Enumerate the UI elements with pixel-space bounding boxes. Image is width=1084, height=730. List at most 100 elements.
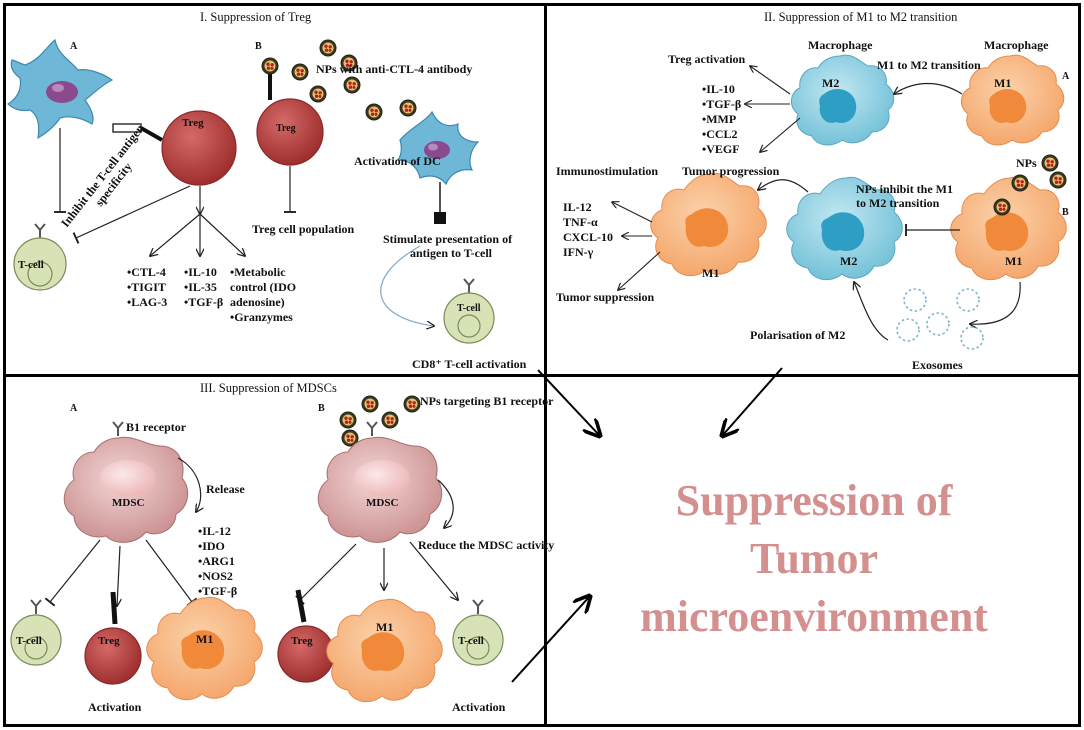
dendritic-cell-a	[7, 38, 114, 140]
cytokine-item: CXCL-10	[563, 230, 613, 244]
panel1-title: I. Suppression of Treg	[200, 10, 312, 24]
activation-a-text: Activation	[88, 700, 142, 714]
np-on-treg	[261, 57, 279, 75]
m1-panel3-b	[326, 598, 443, 703]
panel3-label-a: A	[70, 403, 78, 414]
b1-receptor-text: B1 receptor	[126, 420, 187, 434]
m1-panel3-b-label: M1	[376, 620, 394, 634]
arrow-to-tumor-suppression	[618, 251, 661, 290]
list2-item: •TGF-β	[184, 295, 224, 309]
list3-item: control (IDO	[230, 280, 297, 294]
stimulate-text-1: Stimulate presentation of	[383, 232, 513, 246]
m2-middle-nucleus	[821, 212, 865, 252]
arrow-stimulate-tcell	[380, 245, 434, 326]
cd8-activation-text: CD8⁺ T-cell activation	[412, 357, 527, 371]
treg-population-text: Treg cell population	[252, 222, 355, 236]
treg-cell-b	[256, 98, 324, 166]
inhibit-mdsc-m1	[145, 539, 198, 607]
treg-list-3: •Metabolic control (IDO adenosine) •Gran…	[230, 265, 296, 325]
cytokine-item: IL-12	[563, 200, 592, 214]
treg-panel3-b	[277, 589, 335, 683]
cytokine-item: IFN-γ	[563, 245, 594, 259]
m2-middle-label: M2	[840, 254, 858, 268]
release-item: •IL-12	[198, 524, 231, 538]
arrow-release	[177, 457, 201, 512]
arrow-mdsc-b-tcell	[409, 541, 458, 600]
m2-list-item: •MMP	[702, 112, 737, 126]
tcell-a-label: T-cell	[18, 259, 44, 271]
tcell-cd8-label: T-cell	[457, 303, 481, 314]
arrow-to-immunostimulation	[612, 202, 653, 223]
treg-list-2: •IL-10 •IL-35 •TGF-β	[184, 265, 223, 310]
m1-left-label: M1	[702, 266, 720, 280]
panel3-title: III. Suppression of MDSCs	[200, 381, 337, 395]
nps-inhibit-text-1: NPs inhibit the M1	[856, 182, 954, 196]
panel1-label-b: B	[255, 41, 262, 52]
m1-top-nucleus	[989, 89, 1027, 124]
arrow-panel1-to-result	[537, 369, 600, 436]
panel2-title: II. Suppression of M1 to M2 transition	[764, 10, 958, 24]
treg-a-label: Treg	[182, 117, 204, 129]
list3-item: •Metabolic	[230, 265, 286, 279]
m2-list-item: •TGF-β	[702, 97, 742, 111]
list1-item: •LAG-3	[127, 295, 168, 309]
arrow-to-list3	[199, 213, 245, 256]
m1-panel3-a	[146, 596, 263, 701]
mdsc-cell-a	[63, 421, 189, 543]
m1-right-nucleus	[985, 212, 1029, 252]
treg-b-label: Treg	[276, 123, 296, 134]
arrow-m1-to-m2-top	[894, 83, 963, 95]
release-item: •IDO	[198, 539, 225, 553]
macrophage-label-2: Macrophage	[984, 38, 1049, 52]
list3-item: adenosine)	[230, 295, 285, 309]
mdsc-b-label: MDSC	[366, 497, 399, 509]
release-item: •TGF-β	[198, 584, 238, 598]
arrow-m1-to-exosomes	[970, 281, 1021, 324]
m2-list: •IL-10 •TGF-β •MMP •CCL2 •VEGF	[702, 82, 741, 157]
tcell-panel3-b	[452, 599, 504, 666]
treg-antibody	[140, 126, 163, 142]
inhibit-mdsc-tcell	[44, 539, 101, 607]
m1-panel3-a-label: M1	[196, 632, 214, 646]
immunostimulation-text: Immunostimulation	[556, 164, 659, 178]
arrow-panel3-to-result	[511, 596, 590, 683]
cytokine-item: TNF-α	[563, 215, 598, 229]
activation-b-text: Activation	[452, 700, 506, 714]
reduce-mdsc-text: Reduce the MDSC activity	[418, 538, 555, 552]
m2-list-item: •VEGF	[702, 142, 740, 156]
treg-activation-text: Treg activation	[668, 52, 746, 66]
m1-to-m2-transition-text: M1 to M2 transition	[877, 58, 981, 72]
arrow-to-tumor-progression	[760, 117, 801, 152]
arrow-panel2-to-result	[722, 367, 783, 436]
list1-item: •CTL-4	[127, 265, 166, 279]
nps-inhibit-text-2: to M2 transition	[856, 196, 940, 210]
inhibit-mdsc-b-treg	[295, 543, 357, 605]
arrow-exosomes-to-m2	[854, 282, 889, 341]
panel3-label-b: B	[318, 403, 325, 414]
arrow-m2-to-m1	[758, 179, 809, 193]
list1-item: •TIGIT	[127, 280, 166, 294]
m1-right-label: M1	[1005, 254, 1023, 268]
m1-top-label: M1	[994, 76, 1012, 90]
list3-item: •Granzymes	[230, 310, 293, 324]
panel2-label-a: A	[1062, 71, 1070, 82]
m2-list-item: •CCL2	[702, 127, 738, 141]
tumor-progression-text: Tumor progression	[682, 164, 780, 178]
release-item: •ARG1	[198, 554, 235, 568]
release-list: •IL-12 •IDO •ARG1 •NOS2 •TGF-β	[198, 524, 237, 599]
dendritic-cell-b	[396, 110, 480, 224]
arrow-reduce	[437, 479, 454, 528]
arrow-to-treg-activation	[750, 66, 791, 95]
result-line-1: Suppression of	[675, 476, 953, 525]
treg-list-1: •CTL-4 •TIGIT •LAG-3	[127, 265, 167, 310]
tcell-cd8	[443, 278, 495, 344]
treg-panel3-a	[84, 591, 142, 685]
arrow-to-list1	[150, 213, 201, 256]
activation-of-dc-text: Activation of DC	[354, 154, 441, 168]
treg-cell-a	[161, 110, 237, 186]
list2-item: •IL-10	[184, 265, 217, 279]
tcell-panel3-b-label: T-cell	[458, 635, 484, 647]
release-item: •NOS2	[198, 569, 233, 583]
stimulate-text-2: antigen to T-cell	[410, 246, 493, 260]
